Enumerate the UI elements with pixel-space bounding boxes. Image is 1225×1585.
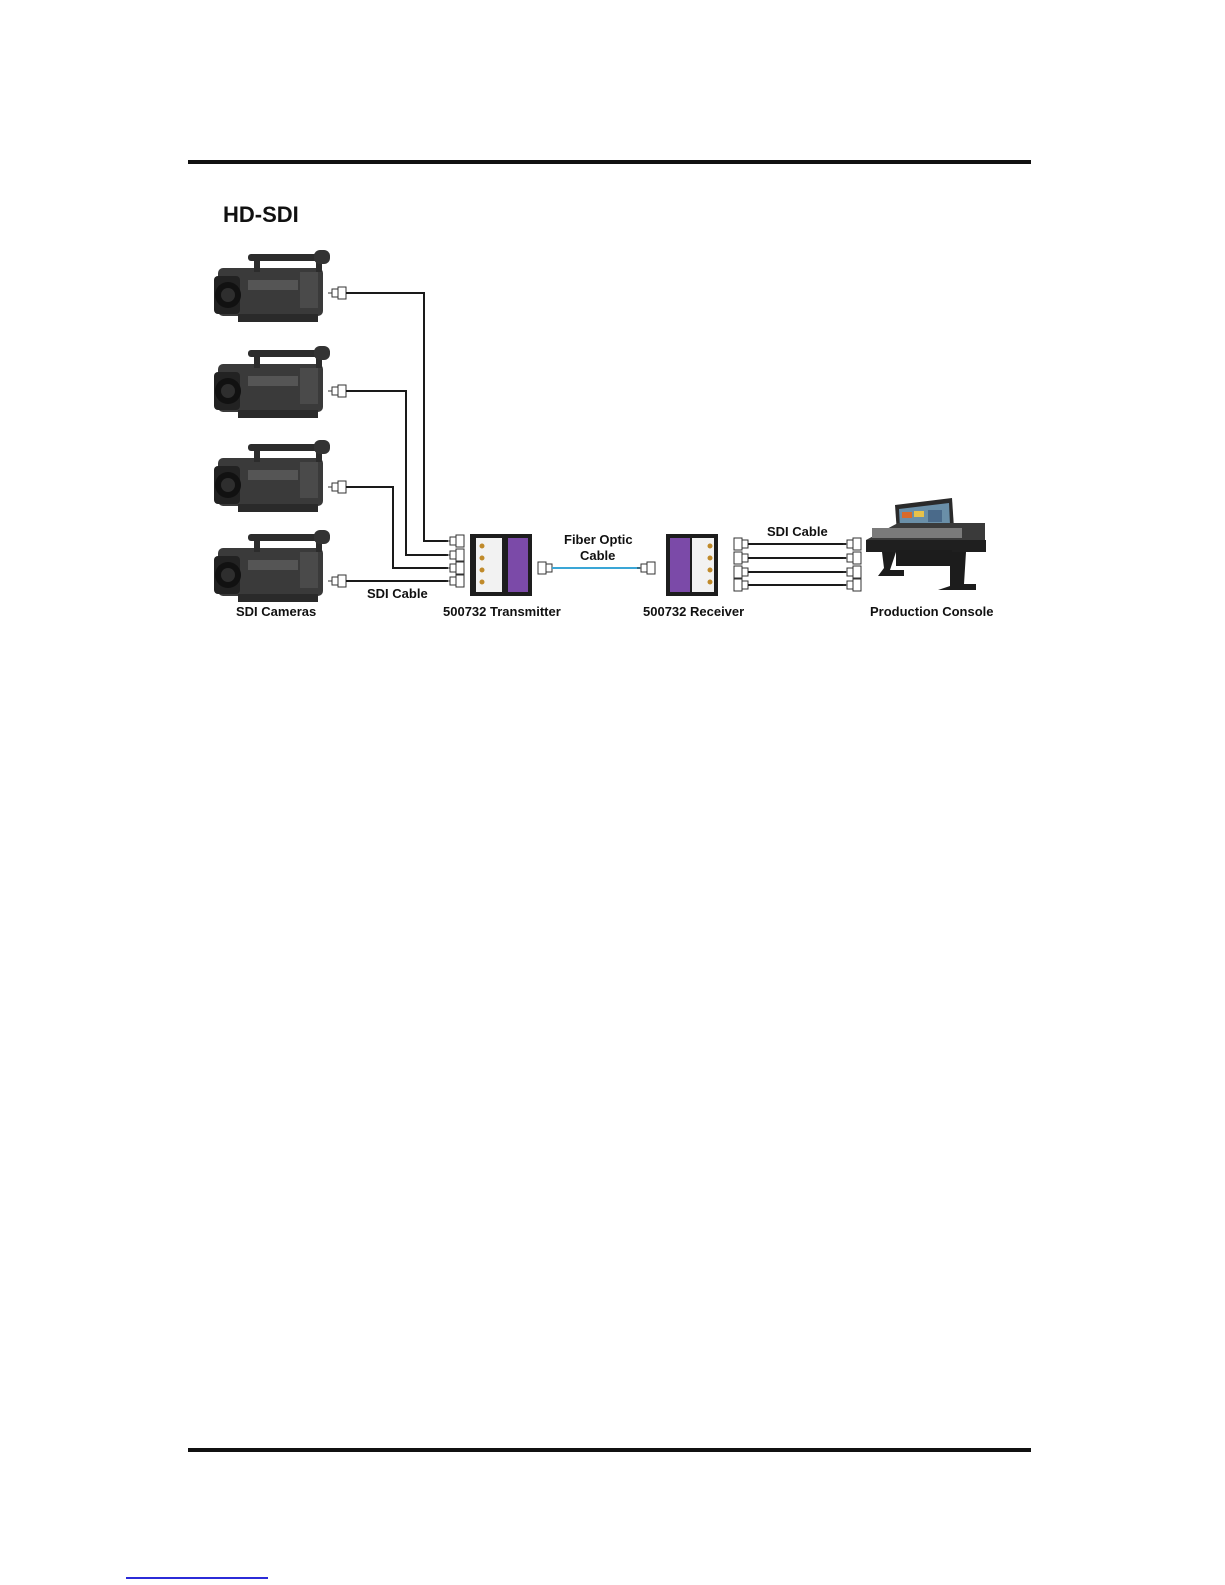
bnc-connector-icon [328,385,346,397]
label-production-console: Production Console [870,604,994,619]
bnc-connector-icon [843,566,861,578]
label-fiber-cable: Cable [580,548,615,563]
transmitter-icon [470,534,532,596]
bnc-connector-icon [446,535,464,547]
bnc-connector-icon [843,538,861,550]
label-sdi-cable-right: SDI Cable [767,524,828,539]
bnc-connector-icon [446,562,464,574]
camera-icon [214,250,330,322]
bnc-connector-icon [328,481,346,493]
bnc-connector-icon [328,575,346,587]
sdi-cables-left [346,293,448,581]
footer-link-underline[interactable] [126,1577,268,1579]
camera-icon [214,530,330,602]
bnc-connector-icon [843,552,861,564]
label-receiver: 500732 Receiver [643,604,744,619]
bnc-connector-icon [637,562,655,574]
bnc-connector-icon [843,579,861,591]
label-fiber-optic: Fiber Optic [564,532,633,547]
receiver-icon [666,534,718,596]
production-console-icon [866,498,986,590]
bnc-connector-icon [328,287,346,299]
label-sdi-cameras: SDI Cameras [236,604,316,619]
bnc-connector-icon [446,549,464,561]
label-transmitter: 500732 Transmitter [443,604,561,619]
hd-sdi-diagram [0,0,1225,700]
label-sdi-cable-left: SDI Cable [367,586,428,601]
camera-icon [214,346,330,418]
sdi-cables-right [748,544,846,585]
bnc-connector-icon [446,575,464,587]
bottom-rule [188,1448,1031,1452]
camera-icon [214,440,330,512]
